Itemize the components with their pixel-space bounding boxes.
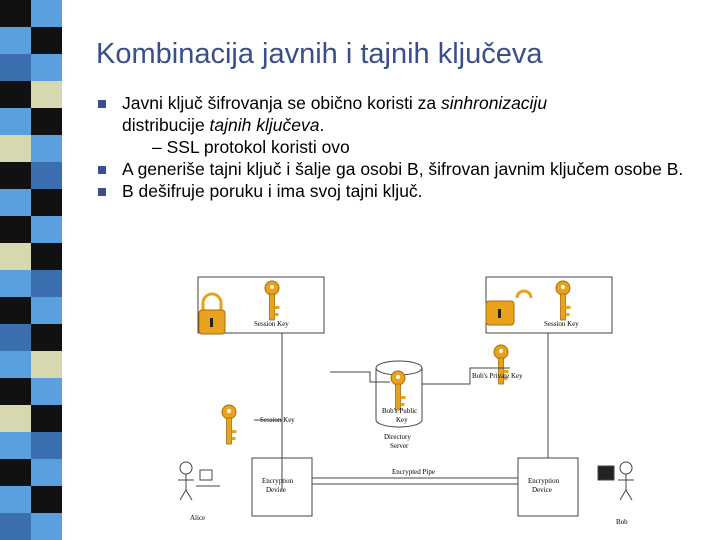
session-key-label-left: Session Key: [254, 320, 289, 328]
bobs-private-key-label: Bob's Private Key: [472, 372, 523, 380]
alice-label: Alice: [190, 514, 205, 522]
encryption-device-label-right-2: Device: [532, 486, 552, 494]
encryption-device-label-left-1: Encryption: [262, 477, 294, 485]
encrypted-pipe-label: Encrypted Pipe: [392, 468, 435, 476]
encryption-device-label-left-2: Device: [266, 486, 286, 494]
bob-label: Bob: [616, 518, 628, 526]
alice-person-icon: [178, 462, 220, 500]
encryption-device-label-right-1: Encryption: [528, 477, 560, 485]
directory-server-label-2: Server: [390, 442, 409, 450]
bob-person-icon: [598, 462, 634, 500]
session-key-icon: [222, 405, 237, 444]
session-key-label-right: Session Key: [544, 320, 579, 328]
bobs-public-key-label-1: Bob's Public: [382, 407, 417, 415]
bobs-public-key-label-2: Key: [396, 416, 408, 424]
directory-server-label-1: Directory: [384, 433, 411, 441]
